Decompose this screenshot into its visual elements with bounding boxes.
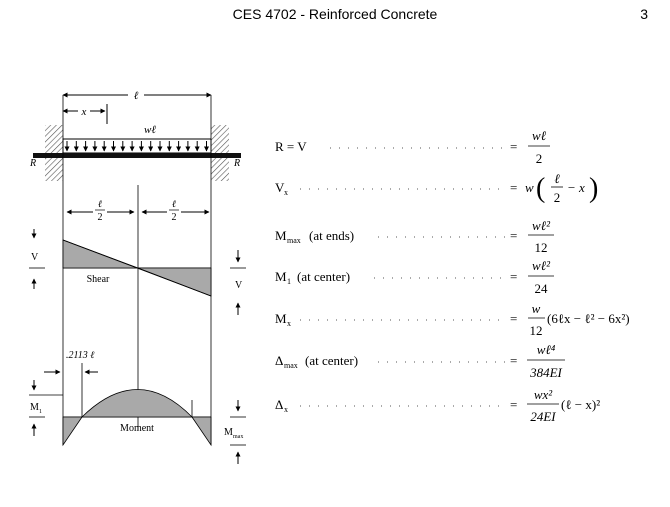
deflection-x-tail: (ℓ − x)² (561, 397, 600, 412)
reaction-eq: = (510, 139, 517, 154)
shear-left-indicator: V (29, 229, 45, 289)
shear-x-w: w (525, 180, 534, 195)
moment-right-indicator: M max (224, 400, 246, 464)
moment-max-lhs: M (275, 228, 287, 243)
half-span-dimensions: ℓ 2 ℓ 2 (66, 197, 210, 225)
deflection-max-sub: max (284, 361, 298, 370)
deflection-max-eq: = (510, 353, 517, 368)
moment-x-eq: = (510, 311, 517, 326)
moment-diagram: Moment (62, 389, 212, 447)
shear-x-frac-den: 2 (554, 190, 561, 205)
inflection-label: .2113 ℓ (66, 350, 94, 361)
x-dimension: x (62, 104, 108, 124)
shear-x-minus-x: − x (567, 180, 585, 195)
formula-row-moment-x: M x = w 12 (6ℓx − ℓ² − 6x²) (275, 301, 630, 338)
deflection-max-lhs: Δ (275, 353, 283, 368)
moment-right-sub: max (233, 434, 243, 440)
moment-center-lhs: M (275, 269, 287, 284)
shear-right-label: V (235, 280, 243, 291)
moment-left-indicator: M 1 (29, 380, 63, 436)
moment-max-sub: max (287, 236, 301, 245)
half-span-right-num: ℓ (172, 199, 176, 210)
inflection-dimension: .2113 ℓ (44, 350, 193, 417)
moment-max-note: (at ends) (309, 228, 354, 243)
moment-caption: Moment (120, 423, 154, 434)
moment-max-eq: = (510, 228, 517, 243)
formula-row-moment-center: M 1 (at center) = wℓ² 24 (275, 258, 554, 296)
moment-center-sub: 1 (287, 277, 291, 286)
formula-row-moment-max: M max (at ends) = wℓ² 12 (275, 218, 554, 255)
moment-left-sub: 1 (39, 409, 42, 415)
half-span-left-den: 2 (98, 212, 103, 223)
page-title: CES 4702 - Reinforced Concrete (232, 6, 438, 22)
moment-center-note: (at center) (297, 269, 350, 284)
reaction-left-label: R (29, 158, 36, 169)
moment-max-num: wℓ² (532, 218, 551, 233)
beam (33, 153, 241, 158)
shear-x-lhs: V (275, 180, 285, 195)
deflection-x-num: wx² (534, 387, 553, 402)
formula-row-reaction: R = V = wℓ 2 (275, 128, 550, 166)
reaction-lhs: R = V (275, 139, 307, 154)
moment-center-num: wℓ² (532, 258, 551, 273)
deflection-x-eq: = (510, 397, 517, 412)
moment-max-den: 12 (535, 240, 548, 255)
formula-row-deflection-x: Δ x = wx² 24EI (ℓ − x)² (275, 387, 600, 424)
shear-x-close-paren: ) (589, 173, 598, 204)
load-label: wℓ (144, 124, 156, 136)
formula-row-shear-x: V x = w ( ℓ 2 − x ) (275, 171, 598, 205)
moment-x-num: w (532, 301, 541, 316)
shear-x-sub: x (284, 188, 288, 197)
page-number: 3 (640, 6, 648, 22)
shear-right-indicator: V (230, 250, 246, 315)
deflection-max-note: (at center) (305, 353, 358, 368)
shear-x-frac-num: ℓ (554, 171, 560, 186)
span-label: ℓ (134, 90, 139, 102)
deflection-x-sub: x (284, 405, 288, 414)
moment-x-tail: (6ℓx − ℓ² − 6x²) (547, 311, 630, 326)
deflection-x-lhs: Δ (275, 397, 283, 412)
deflection-max-den: 384EI (529, 365, 562, 380)
deflection-max-num: wℓ⁴ (537, 342, 556, 357)
x-label: x (81, 106, 87, 118)
reaction-den: 2 (536, 151, 543, 166)
deflection-x-den: 24EI (530, 409, 556, 424)
moment-center-den: 24 (535, 281, 549, 296)
span-dimension: ℓ (62, 87, 212, 102)
moment-x-sub: x (287, 319, 291, 328)
moment-x-den: 12 (530, 323, 543, 338)
shear-x-open-paren: ( (536, 173, 545, 204)
shear-caption: Shear (87, 274, 110, 285)
shear-left-label: V (31, 252, 39, 263)
reaction-right-label: R (233, 158, 240, 169)
half-span-left-num: ℓ (98, 199, 102, 210)
half-span-right-den: 2 (172, 212, 177, 223)
reaction-num: wℓ (532, 128, 547, 143)
moment-left-label: M (30, 402, 39, 413)
shear-x-eq: = (510, 180, 517, 195)
formula-row-deflection-max: Δ max (at center) = wℓ⁴ 384EI (275, 342, 565, 380)
moment-center-eq: = (510, 269, 517, 284)
moment-right-label: M (224, 427, 233, 438)
moment-x-lhs: M (275, 311, 287, 326)
shear-diagram: Shear (62, 239, 212, 297)
